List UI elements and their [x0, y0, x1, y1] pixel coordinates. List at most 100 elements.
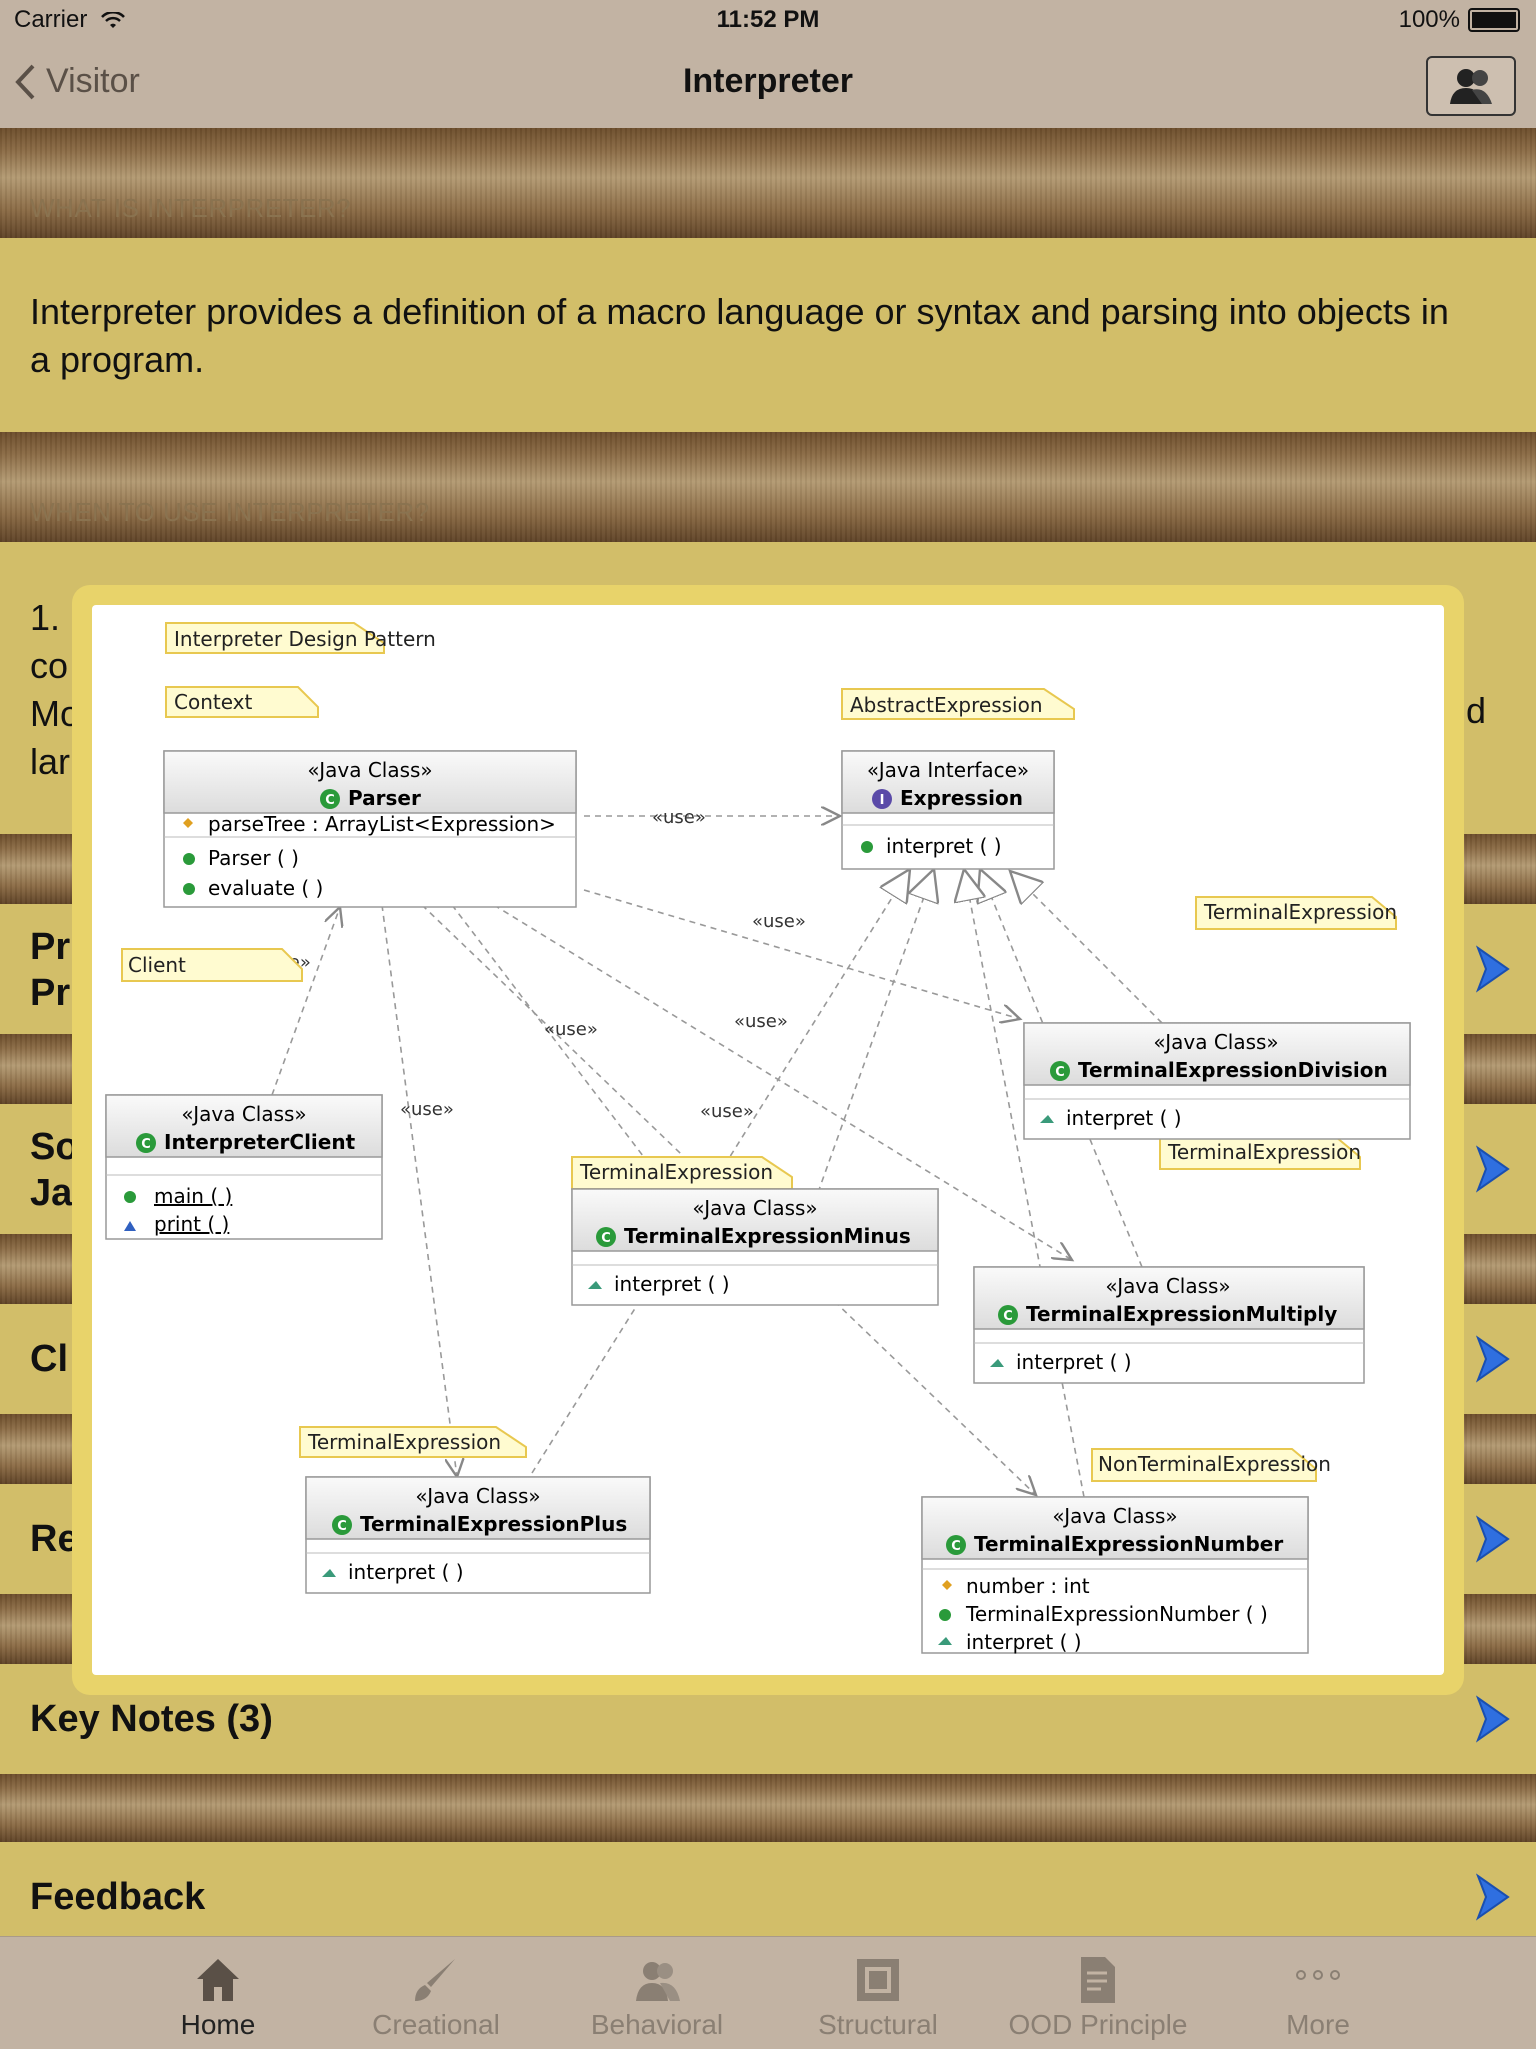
svg-text:TerminalExpression: TerminalExpression: [307, 1430, 501, 1454]
use-label: «use»: [752, 911, 806, 932]
what-section-body: Interpreter provides a definition of a m…: [0, 238, 1536, 432]
related-row-label: Re: [30, 1518, 79, 1560]
use-label: «use»: [544, 1019, 598, 1040]
terminal-note-multiply: TerminalExpression: [1159, 1136, 1361, 1170]
svg-text:C: C: [1055, 1065, 1065, 1080]
when-text-line: 1.: [30, 597, 61, 638]
interpreter-client-box: «Java Class» C InterpreterClient main ( …: [105, 1094, 383, 1240]
terminal-note-division: TerminalExpression: [1195, 896, 1397, 930]
use-label: «use»: [700, 1101, 754, 1122]
context-note: Context: [165, 686, 319, 718]
tab-bar: Home Creational Behavioral Structural OO…: [0, 1936, 1536, 2049]
status-time: 11:52 PM: [716, 6, 820, 33]
svg-text:main ( ): main ( ): [154, 1184, 232, 1208]
svg-text:TerminalExpressionPlus: TerminalExpressionPlus: [360, 1512, 627, 1536]
terminal-note-minus: TerminalExpression: [571, 1156, 793, 1190]
tab-home[interactable]: Home: [108, 1937, 328, 2049]
back-label: Visitor: [46, 62, 140, 100]
svg-text:C: C: [951, 1539, 961, 1554]
tab-more[interactable]: More: [1208, 1937, 1428, 2049]
chevron-right-icon: [1475, 945, 1510, 993]
battery-indicator: 100%: [1399, 6, 1520, 34]
svg-text:TerminalExpressionDivision: TerminalExpressionDivision: [1078, 1058, 1388, 1082]
tab-creational[interactable]: Creational: [326, 1937, 546, 2049]
stamp-icon: [857, 1959, 899, 2001]
svg-text:C: C: [325, 793, 335, 808]
key-notes-label: Key Notes (3): [30, 1698, 273, 1740]
battery-icon: [1468, 8, 1520, 32]
when-text-line: co: [30, 645, 69, 686]
source-row-label: So: [30, 1126, 79, 1168]
svg-text:parseTree : ArrayList<Expressi: parseTree : ArrayList<Expression>: [208, 812, 556, 836]
when-text-line: Mo: [30, 693, 81, 734]
navigation-bar: Carrier 11:52 PM 100% Visitor Interprete…: [0, 0, 1536, 129]
svg-text:Interpreter Design Pattern: Interpreter Design Pattern: [174, 627, 436, 651]
abstract-expression-note: AbstractExpression: [841, 688, 1075, 720]
division-class-box: «Java Class» C TerminalExpressionDivisio…: [1023, 1022, 1411, 1140]
svg-text:evaluate ( ): evaluate ( ): [208, 876, 323, 900]
svg-text:C: C: [141, 1137, 151, 1152]
when-text-right: d: [1466, 690, 1487, 731]
carrier-label: Carrier: [14, 6, 126, 34]
nonterminal-note: NonTerminalExpression: [1091, 1448, 1331, 1482]
svg-text:«Java Class»: «Java Class»: [181, 1102, 306, 1126]
chevron-right-icon: [1475, 1695, 1510, 1743]
svg-text:interpret ( ): interpret ( ): [614, 1272, 730, 1296]
svg-text:«Java Class»: «Java Class»: [1105, 1274, 1230, 1298]
svg-text:Parser ( ): Parser ( ): [208, 846, 299, 870]
svg-text:C: C: [1003, 1309, 1013, 1324]
svg-text:print ( ): print ( ): [154, 1212, 229, 1236]
svg-text:TerminalExpressionNumber: TerminalExpressionNumber: [974, 1532, 1283, 1556]
svg-text:NonTerminalExpression: NonTerminalExpression: [1098, 1452, 1331, 1476]
number-class-box: «Java Class» C TerminalExpressionNumber …: [921, 1496, 1309, 1654]
svg-text:TerminalExpression: TerminalExpression: [1203, 900, 1397, 924]
class-row-label: Cl: [30, 1338, 68, 1380]
svg-text:«Java Class»: «Java Class»: [1153, 1030, 1278, 1054]
uml-class-diagram: «use» «use» «use» «use» «use» «use» «use…: [105, 622, 1411, 1654]
multiply-class-box: «Java Class» C TerminalExpressionMultipl…: [973, 1266, 1365, 1384]
svg-text:interpret ( ): interpret ( ): [1016, 1350, 1132, 1374]
feedback-row[interactable]: Feedback: [0, 1842, 1536, 1936]
svg-text:Expression: Expression: [900, 786, 1023, 810]
svg-text:C: C: [601, 1231, 611, 1246]
more-icon: [1296, 1970, 1340, 1980]
definition-text: Interpreter provides a definition of a m…: [30, 291, 1449, 380]
back-button[interactable]: Visitor: [14, 62, 140, 101]
expression-interface-box: «Java Interface» I Expression interpret …: [841, 750, 1055, 870]
svg-text:I: I: [880, 793, 885, 808]
minus-class-box: «Java Class» C TerminalExpressionMinus i…: [571, 1188, 939, 1306]
tab-behavioral[interactable]: Behavioral: [547, 1937, 767, 2049]
uml-diagram-image: «use» «use» «use» «use» «use» «use» «use…: [92, 605, 1444, 1675]
tab-ood-principle[interactable]: OOD Principle: [988, 1937, 1208, 2049]
pros-row-label: Pr: [30, 972, 71, 1014]
people-icon: [636, 1962, 680, 2001]
chevron-right-icon: [1475, 1145, 1510, 1193]
chevron-left-icon: [15, 64, 35, 99]
status-bar: Carrier 11:52 PM 100%: [0, 0, 1536, 40]
wifi-icon: [101, 10, 125, 28]
when-text-line: lar: [30, 741, 71, 782]
svg-text:Context: Context: [174, 690, 253, 714]
profile-button[interactable]: [1426, 56, 1516, 116]
chevron-right-icon: [1475, 1515, 1510, 1563]
svg-text:C: C: [337, 1519, 347, 1534]
pattern-note: Interpreter Design Pattern: [165, 622, 436, 654]
svg-text:interpret ( ): interpret ( ): [886, 834, 1002, 858]
diagram-popup[interactable]: «use» «use» «use» «use» «use» «use» «use…: [72, 585, 1464, 1695]
svg-text:InterpreterClient: InterpreterClient: [164, 1130, 356, 1154]
svg-text:Parser: Parser: [348, 786, 421, 810]
chevron-right-icon: [1475, 1873, 1510, 1921]
svg-text:interpret ( ): interpret ( ): [1066, 1106, 1182, 1130]
svg-text:«Java Class»: «Java Class»: [1052, 1504, 1177, 1528]
svg-text:«Java Class»: «Java Class»: [692, 1196, 817, 1220]
svg-text:«Java Class»: «Java Class»: [415, 1484, 540, 1508]
use-label: «use»: [400, 1099, 454, 1120]
chevron-right-icon: [1475, 1335, 1510, 1383]
parser-class-box: «Java Class» C Parser parseTree : ArrayL…: [163, 750, 577, 908]
document-icon: [1081, 1957, 1115, 2003]
svg-text:«Java Interface»: «Java Interface»: [867, 758, 1029, 782]
svg-text:Client: Client: [128, 953, 186, 977]
svg-text:TerminalExpressionMultiply: TerminalExpressionMultiply: [1026, 1302, 1337, 1326]
page-title: Interpreter: [682, 62, 854, 100]
tab-structural[interactable]: Structural: [768, 1937, 988, 2049]
